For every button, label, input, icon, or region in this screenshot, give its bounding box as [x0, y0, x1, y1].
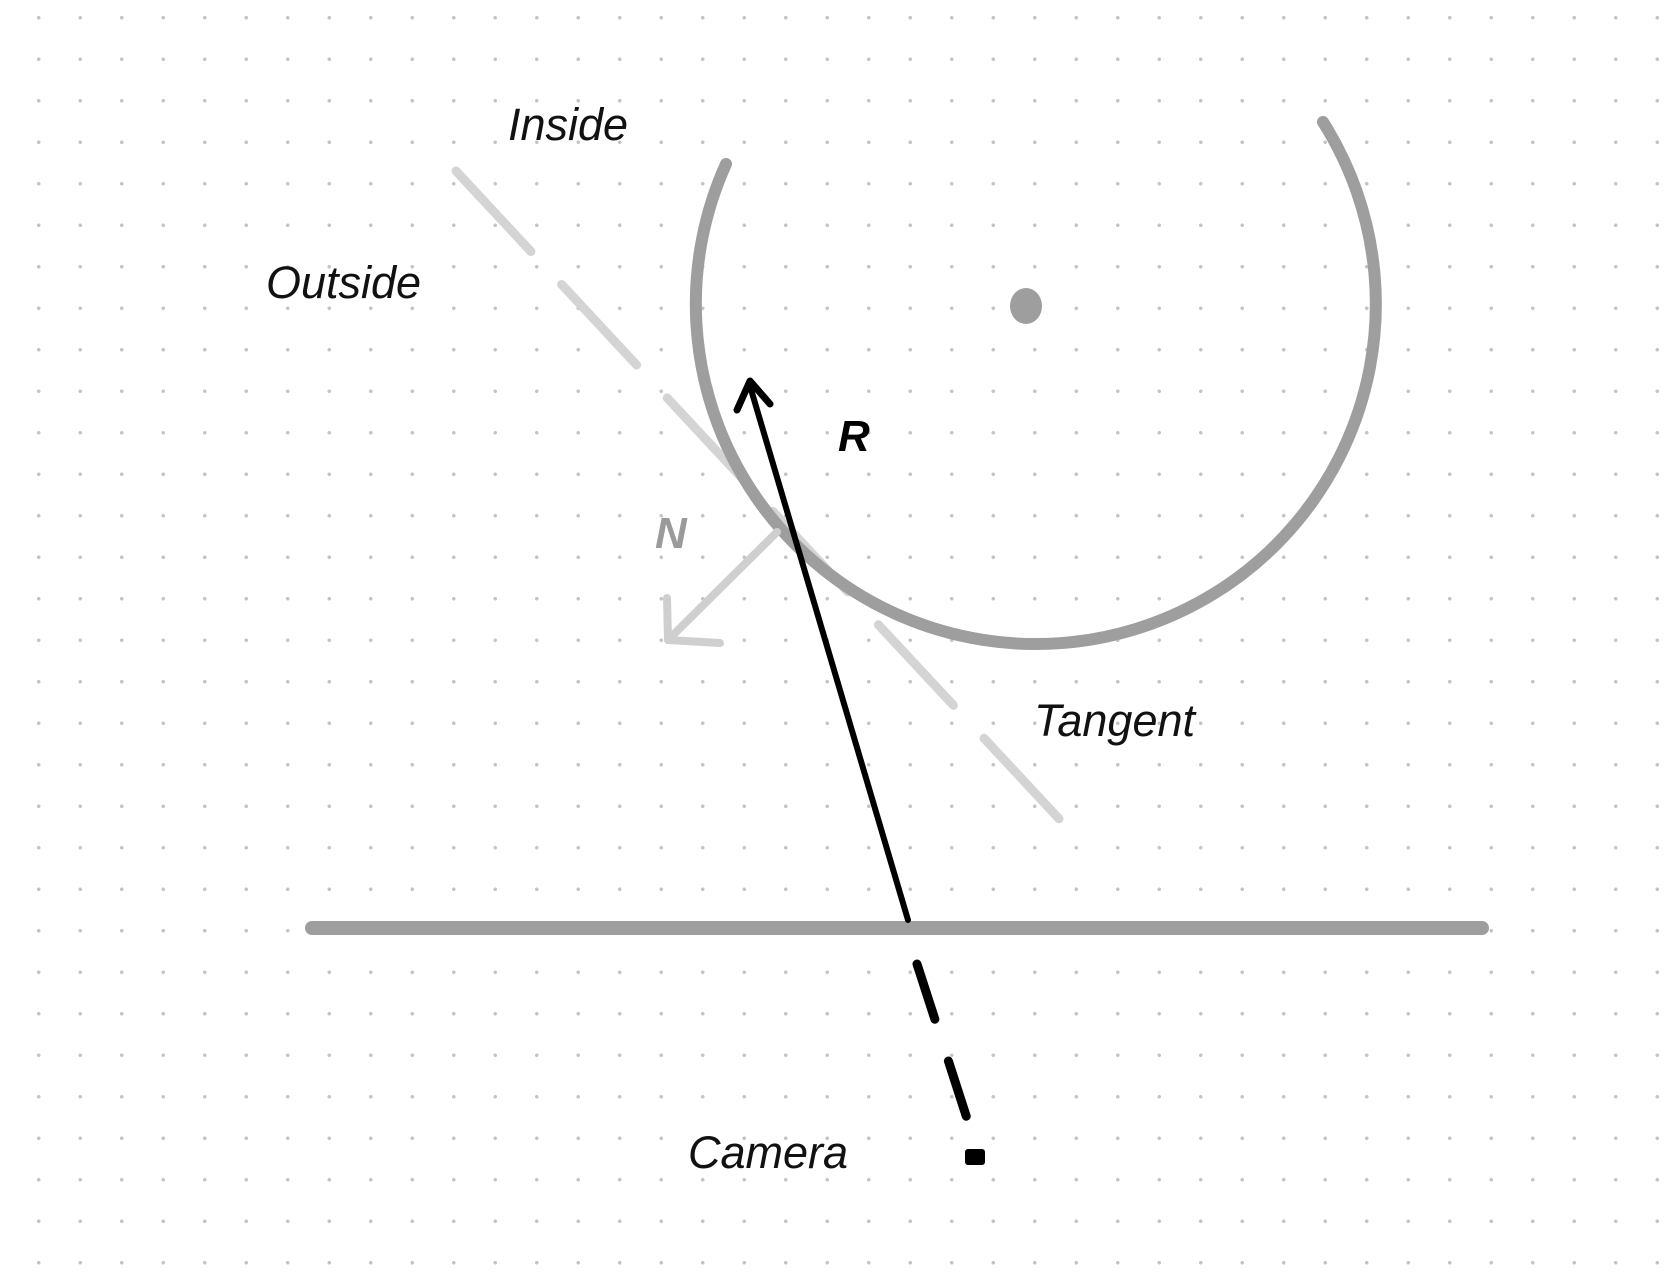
ray-arrow: [733, 377, 911, 923]
camera-ray-dashed: [912, 959, 977, 1139]
sphere-arc: [689, 116, 1382, 650]
camera-label: Camera: [688, 1127, 848, 1178]
camera-point: [965, 1149, 985, 1165]
tangent-label: Tangent: [1034, 695, 1197, 746]
inside-label: Inside: [508, 99, 628, 150]
normal-arrow: [663, 528, 781, 647]
ray-label: R: [838, 412, 870, 461]
outside-label: Outside: [266, 257, 421, 308]
sphere-center-dot: [1010, 288, 1042, 324]
normal-label: N: [655, 509, 688, 558]
